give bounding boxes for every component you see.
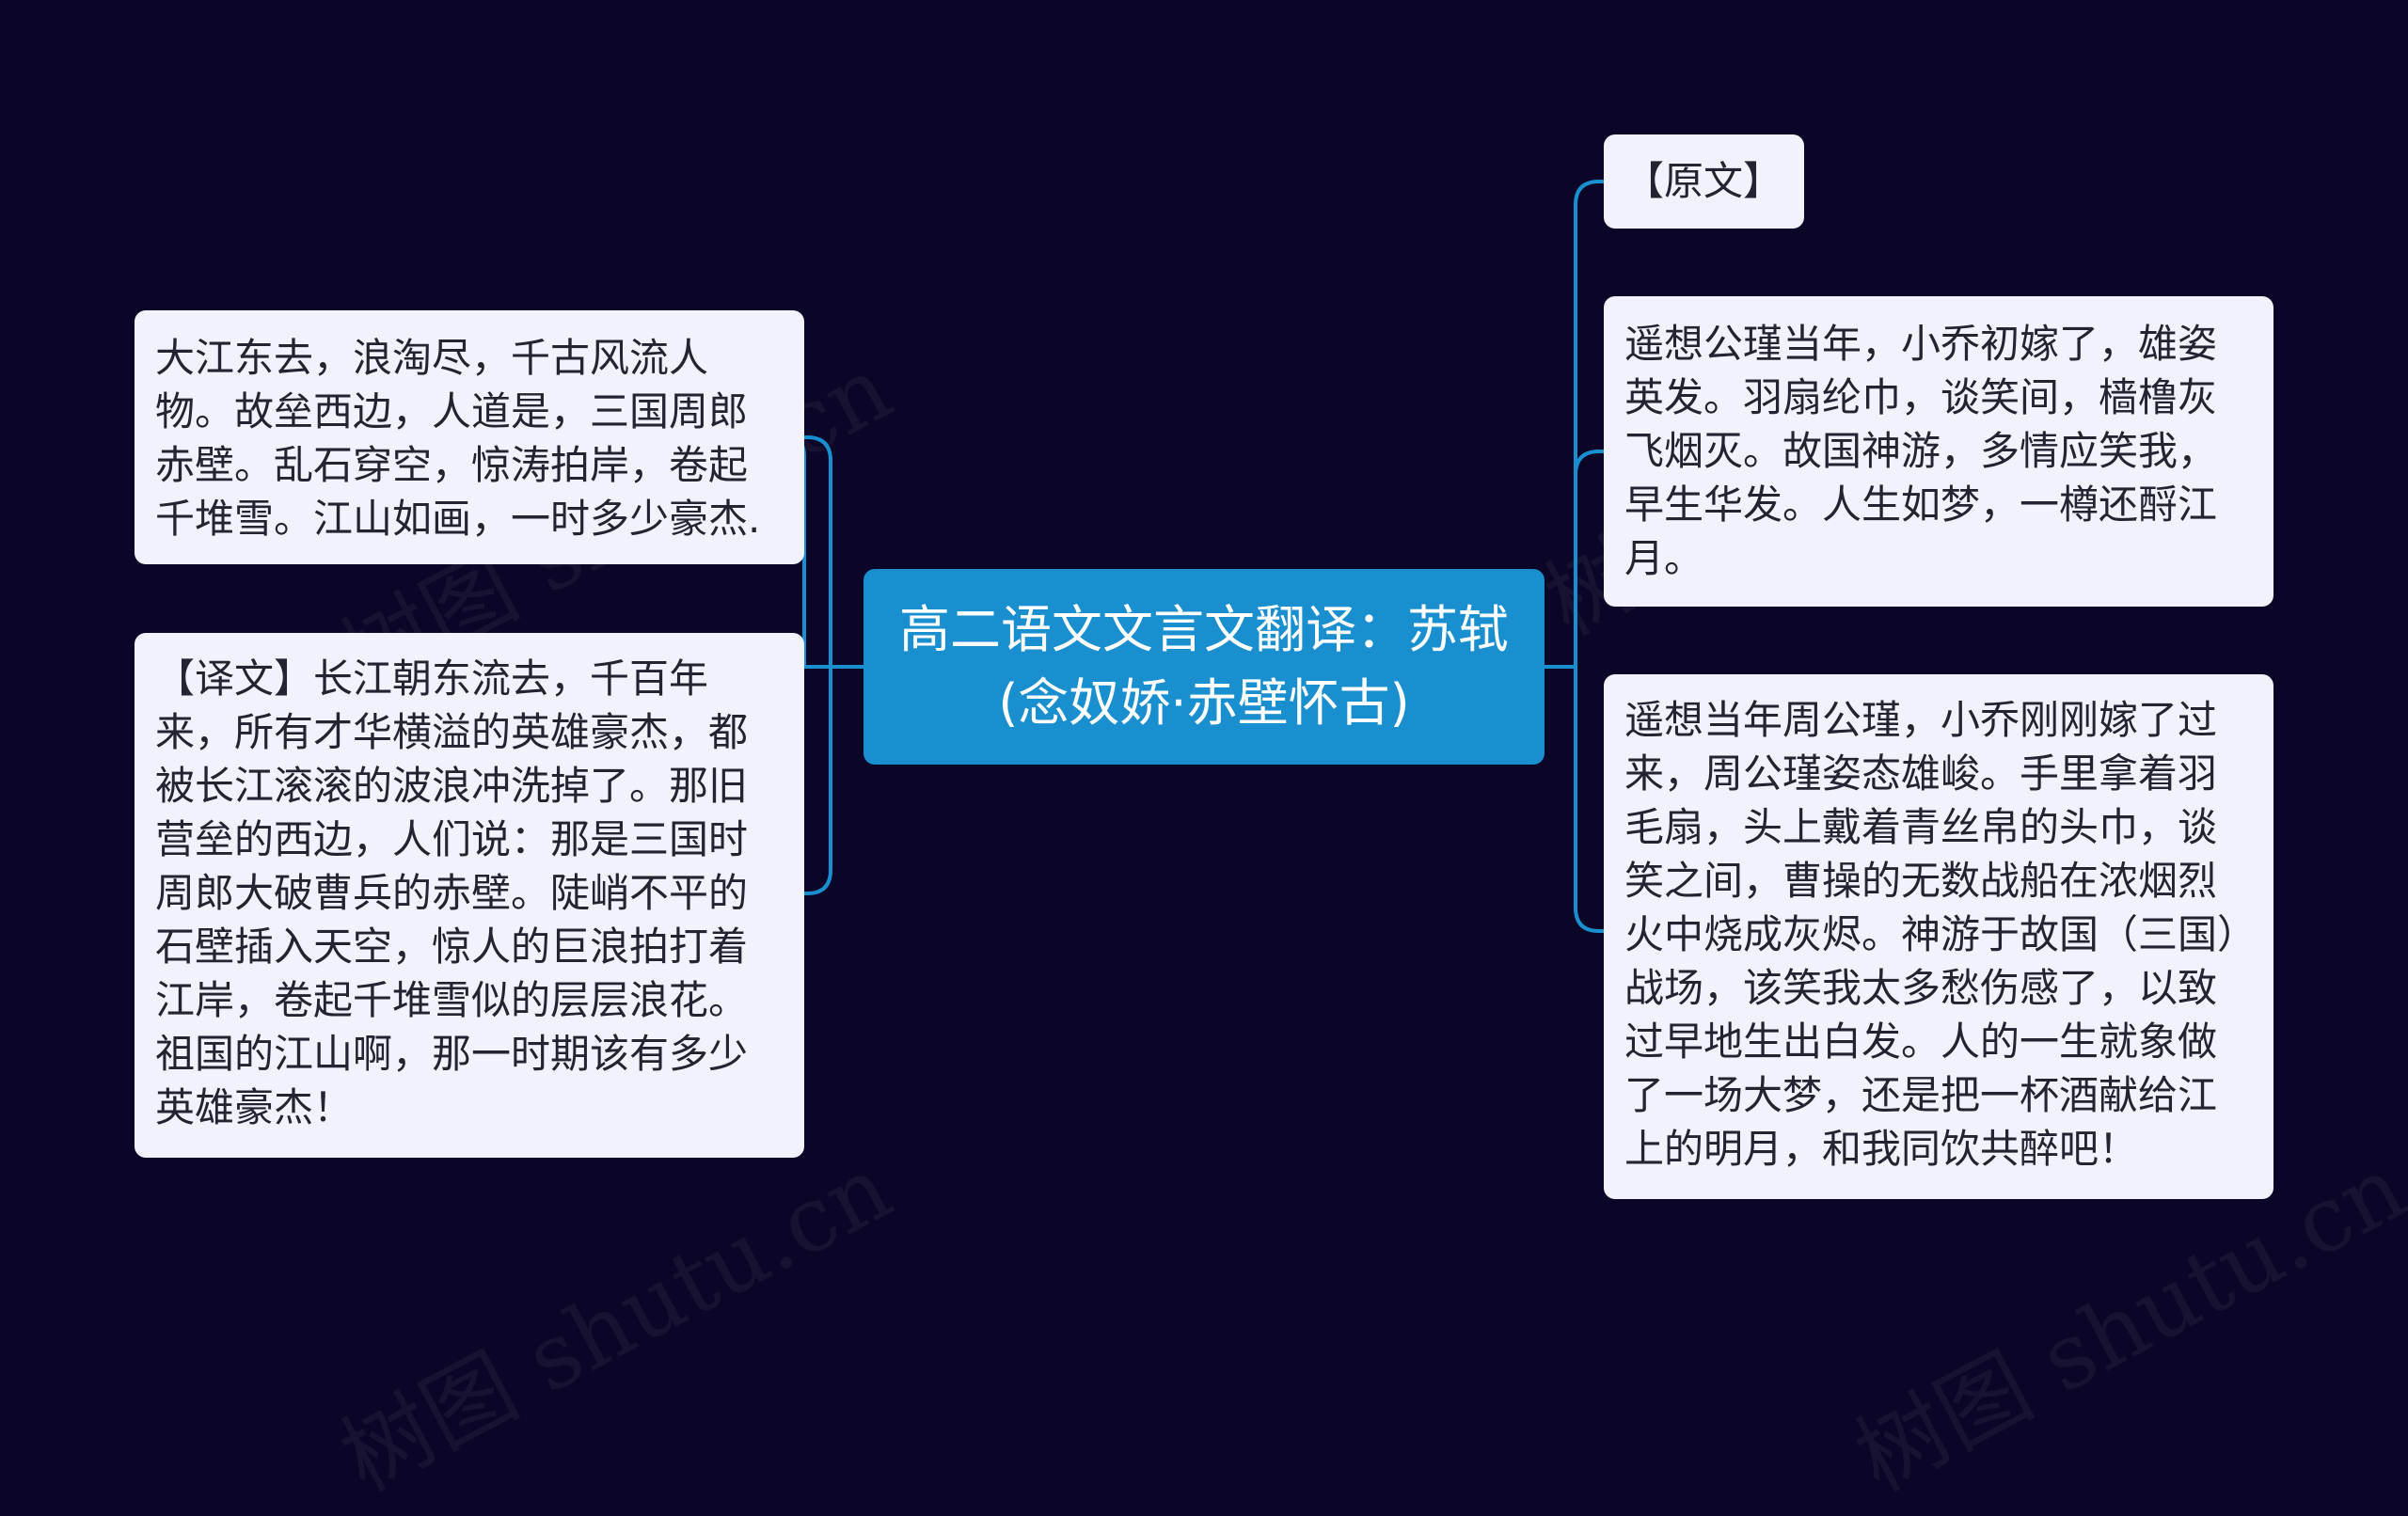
central-topic[interactable]: 高二语文文言文翻译：苏轼(念奴娇·赤壁怀古)	[863, 569, 1545, 765]
connector-left-branch-2	[802, 665, 832, 895]
connector-right-branch-1	[1574, 180, 1606, 669]
left-node-translation[interactable]: 【译文】长江朝东流去，千百年来，所有才华横溢的英雄豪杰，都被长江滚滚的波浪冲洗掉…	[135, 633, 804, 1158]
connector-lines	[784, 180, 1606, 933]
connector-right-branch-2	[1574, 450, 1606, 669]
right-node-original-verse-text: 遥想公瑾当年，小乔初嫁了，雄姿英发。羽扇纶巾，谈笑间，樯橹灰飞烟灭。故国神游，多…	[1624, 321, 2218, 581]
right-node-original-verse[interactable]: 遥想公瑾当年，小乔初嫁了，雄姿英发。羽扇纶巾，谈笑间，樯橹灰飞烟灭。故国神游，多…	[1604, 296, 2273, 607]
connector-left-branch-1	[802, 435, 832, 669]
right-node-translation-text: 遥想当年周公瑾，小乔刚刚嫁了过来，周公瑾姿态雄峻。手里拿着羽毛扇，头上戴着青丝帛…	[1624, 697, 2238, 1172]
left-node-translation-text: 【译文】长江朝东流去，千百年来，所有才华横溢的英雄豪杰，都被长江滚滚的波浪冲洗掉…	[155, 655, 749, 1130]
right-node-original-heading-text: 【原文】	[1624, 158, 1783, 204]
central-topic-label: 高二语文文言文翻译：苏轼(念奴娇·赤壁怀古)	[899, 600, 1509, 733]
left-node-original-excerpt[interactable]: 大江东去，浪淘尽，千古风流人物。故垒西边，人道是，三国周郎赤壁。乱石穿空，惊涛拍…	[135, 310, 804, 564]
mindmap-canvas: 树图 shutu.cn 树图 shutu.cn 树图 shutu.cn 树图 s…	[135, 134, 2408, 1511]
left-node-original-excerpt-text: 大江东去，浪淘尽，千古风流人物。故垒西边，人道是，三国周郎赤壁。乱石穿空，惊涛拍…	[155, 335, 761, 542]
right-node-translation[interactable]: 遥想当年周公瑾，小乔刚刚嫁了过来，周公瑾姿态雄峻。手里拿着羽毛扇，头上戴着青丝帛…	[1604, 674, 2273, 1199]
connector-right-branch-3	[1574, 665, 1606, 933]
right-node-original-heading[interactable]: 【原文】	[1604, 134, 1804, 229]
